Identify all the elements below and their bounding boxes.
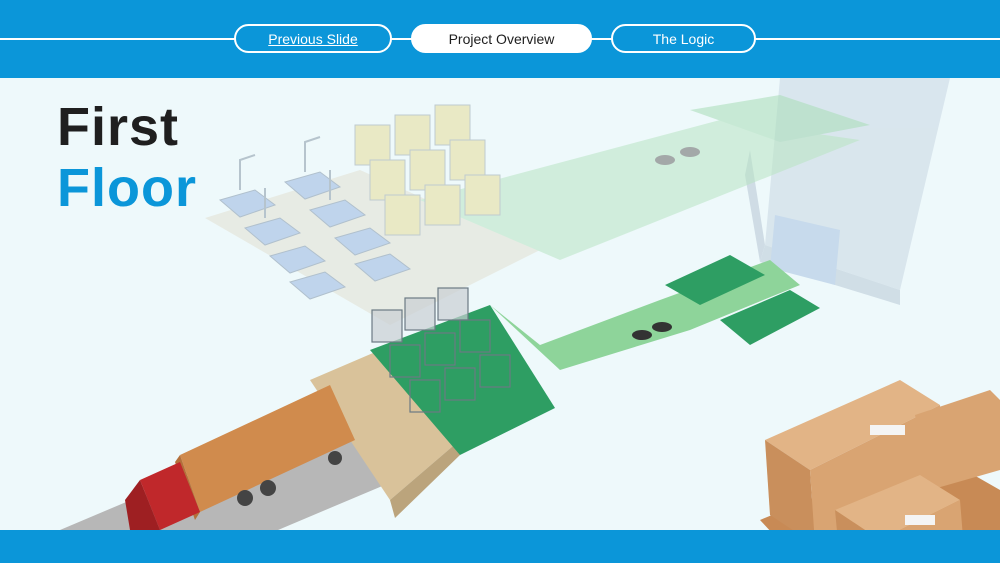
upper-floor-illustration <box>205 95 870 325</box>
green-floor <box>370 305 555 455</box>
cardboard-boxes-illustration <box>760 380 1000 530</box>
previous-slide-label: Previous Slide <box>268 30 358 47</box>
tab-the-logic[interactable]: The Logic <box>611 24 756 53</box>
bottom-bar <box>0 530 1000 563</box>
previous-slide-link[interactable]: Previous Slide <box>234 24 392 53</box>
robot-arm-illustration <box>218 171 412 300</box>
tab-project-overview[interactable]: Project Overview <box>411 24 592 53</box>
delivery-truck-illustration <box>125 385 355 530</box>
slide-stage <box>0 78 1000 530</box>
warehouse-illustration <box>60 78 1000 530</box>
project-overview-label: Project Overview <box>448 30 555 47</box>
heading-floor: Floor <box>57 158 197 218</box>
storage-racks <box>371 287 511 413</box>
the-logic-label: The Logic <box>652 30 715 47</box>
heading-first: First <box>57 97 180 157</box>
loading-dock <box>310 350 460 500</box>
